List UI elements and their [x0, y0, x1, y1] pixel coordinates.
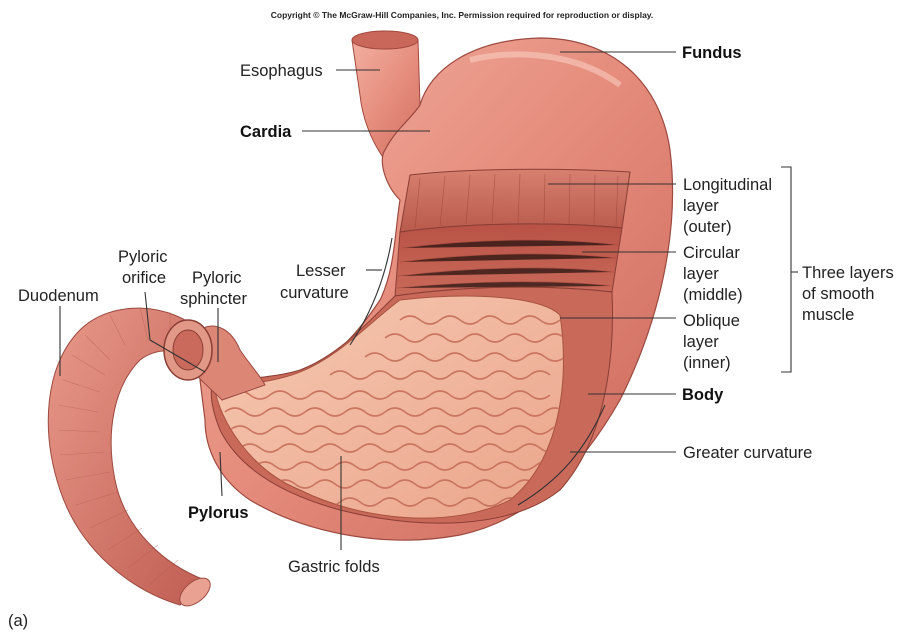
pyloric-orifice-label-1: Pyloric — [118, 248, 168, 266]
oblique-label-1: Oblique — [683, 312, 740, 330]
lesser-curvature-label-2: curvature — [280, 284, 349, 302]
panel-label: (a) — [8, 612, 28, 630]
lesser-curvature-label-1: Lesser — [296, 262, 346, 280]
greater-curvature-label: Greater curvature — [683, 444, 812, 462]
duodenum-label: Duodenum — [18, 287, 99, 305]
pyloric-orifice-label-2: orifice — [122, 269, 166, 287]
esophagus-opening — [352, 31, 418, 49]
body-label: Body — [682, 386, 724, 404]
three-layers-label-3: muscle — [802, 306, 854, 324]
oblique-label-3: (inner) — [683, 354, 731, 372]
longitudinal-layer-shape — [400, 169, 630, 232]
circular-label-2: layer — [683, 265, 719, 283]
pyloric-orifice-inner — [173, 330, 203, 370]
circular-label-3: (middle) — [683, 286, 743, 304]
cardia-label: Cardia — [240, 123, 292, 141]
oblique-label-2: layer — [683, 333, 719, 351]
pyloric-sphincter-label-1: Pyloric — [192, 269, 242, 287]
three-layers-label-1: Three layers — [802, 264, 894, 282]
three-layers-label-2: of smooth — [802, 285, 874, 303]
esophagus-label: Esophagus — [240, 62, 323, 80]
circular-label-1: Circular — [683, 244, 740, 262]
gastric-folds-label: Gastric folds — [288, 558, 380, 576]
fundus-label: Fundus — [682, 44, 742, 62]
longitudinal-label-2: layer — [683, 197, 719, 215]
longitudinal-label-3: (outer) — [683, 218, 732, 236]
pyloric-sphincter-label-2: sphincter — [180, 290, 247, 308]
longitudinal-label-1: Longitudinal — [683, 176, 772, 194]
three-layers-bracket — [781, 167, 791, 372]
pylorus-label: Pylorus — [188, 504, 249, 522]
copyright-text: Copyright © The McGraw-Hill Companies, I… — [271, 10, 654, 20]
